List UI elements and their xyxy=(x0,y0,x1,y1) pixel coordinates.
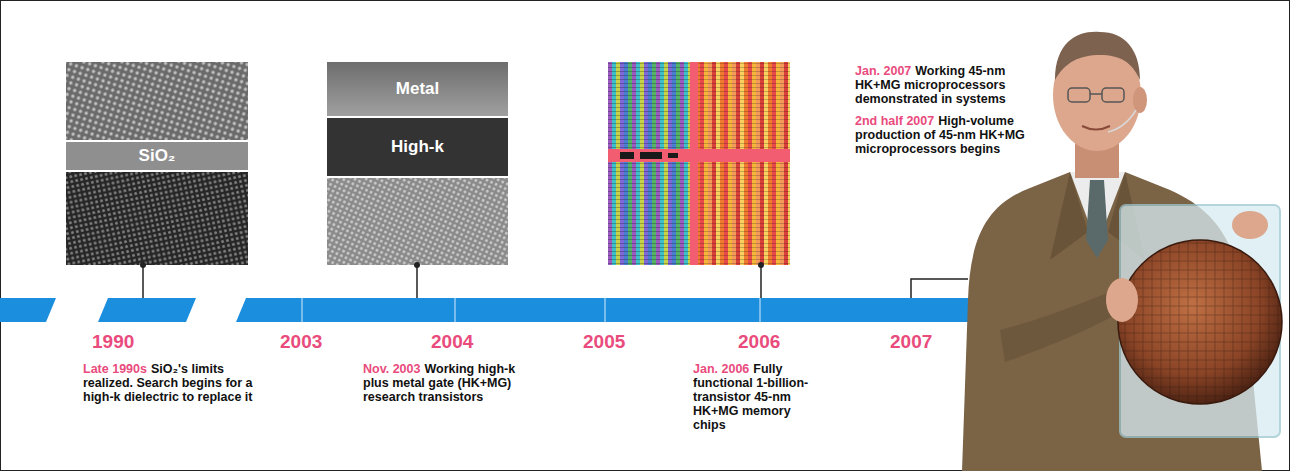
year-group: 2004 xyxy=(431,331,473,353)
chip-die-image-part xyxy=(690,62,698,265)
band-label: Metal xyxy=(396,79,439,99)
leader-dots xyxy=(140,262,764,268)
milestone-note: Jan. 2007Working 45-nm HK+MG microproces… xyxy=(855,64,1030,106)
chip-die-image-part xyxy=(698,62,790,265)
chip-die-image-part xyxy=(620,152,634,159)
presenter-photo-part xyxy=(1068,88,1090,102)
dielectric-band: SiO₂ xyxy=(66,140,248,172)
year-group: 2007 xyxy=(890,331,932,353)
year-label: 2003 xyxy=(280,331,322,352)
leader-dots-part xyxy=(758,262,764,268)
year-label: 2004 xyxy=(431,331,473,352)
milestone-date: Jan. 2006 xyxy=(693,362,749,376)
milestone-date: 2nd half 2007 xyxy=(855,114,934,128)
leader-lines xyxy=(143,265,968,298)
chip-die-image-part xyxy=(608,149,790,162)
sio2-micrograph-part xyxy=(66,172,248,265)
bar-ticks-part xyxy=(604,298,605,322)
year-label: 2005 xyxy=(583,331,625,352)
leader-dots-part xyxy=(414,262,420,268)
presenter-photo-part xyxy=(1000,290,1120,362)
presenter-photo-part xyxy=(1106,278,1138,322)
chip-die-image-part xyxy=(668,153,678,158)
leader-lines-part xyxy=(911,279,968,298)
milestone-date: Jan. 2007 xyxy=(855,64,911,78)
bar-ticks-part xyxy=(759,298,760,322)
leader-lines-part xyxy=(142,265,144,298)
presenter-photo-part xyxy=(1082,126,1110,130)
year-label: 2007 xyxy=(890,331,932,352)
year-group: 2006 xyxy=(738,331,780,353)
milestone-note: 2nd half 2007High-volume production of 4… xyxy=(855,114,1030,156)
milestone-note: Late 1990sSiO₂'s limits realized. Search… xyxy=(83,362,253,404)
band-label: SiO₂ xyxy=(139,146,176,166)
chip-die-image-part xyxy=(608,62,692,265)
timeline-bar-part xyxy=(0,298,56,322)
milestone-date: Nov. 2003 xyxy=(363,362,420,376)
presenter-photo-part xyxy=(1108,110,1136,132)
presenter-photo-part xyxy=(1086,180,1108,258)
chip-die-image-part xyxy=(640,152,662,159)
bar-ticks xyxy=(302,298,760,322)
milestone-date: Late 1990s xyxy=(83,362,147,376)
sio2-micrograph-part xyxy=(66,62,248,140)
year-group: 1990 xyxy=(92,331,134,353)
bar-ticks-part xyxy=(454,298,455,322)
chip-die-image xyxy=(608,62,790,265)
presenter-photo-part xyxy=(1055,32,1140,80)
timeline-bar-part xyxy=(98,298,196,322)
band-label: High-k xyxy=(391,137,444,157)
hkmg-micrograph-part xyxy=(327,178,508,265)
milestone-note: Jan. 2006Fully functional 1-billion-tran… xyxy=(693,362,821,432)
leader-lines-part xyxy=(760,265,762,298)
year-group: 2003 xyxy=(280,331,322,353)
presenter-photo-part xyxy=(1102,88,1124,102)
bar-ticks-part xyxy=(301,298,302,322)
leader-lines-part xyxy=(416,265,418,298)
presenter-photo xyxy=(962,32,1282,471)
hkmg-micrograph xyxy=(327,178,508,265)
leader-dots-part xyxy=(140,262,146,268)
metal-gate-band: Metal xyxy=(327,62,508,118)
presenter-photo-part xyxy=(1118,240,1282,404)
presenter-photo-part xyxy=(1133,87,1147,113)
year-label: 1990 xyxy=(92,331,134,352)
milestone-note: Nov. 2003Working high-k plus metal gate … xyxy=(363,362,528,404)
timeline-bar xyxy=(0,298,1010,322)
sio2-micrograph xyxy=(66,62,248,265)
year-label: 2006 xyxy=(738,331,780,352)
timeline-bar-part xyxy=(236,298,1010,322)
high-k-band: High-k xyxy=(327,118,508,178)
presenter-photo-part xyxy=(1232,211,1268,239)
presenter-photo-part xyxy=(1090,93,1102,95)
presenter-photo-part xyxy=(1118,240,1282,404)
year-group: 2005 xyxy=(583,331,625,353)
presenter-photo-part xyxy=(1118,240,1282,404)
